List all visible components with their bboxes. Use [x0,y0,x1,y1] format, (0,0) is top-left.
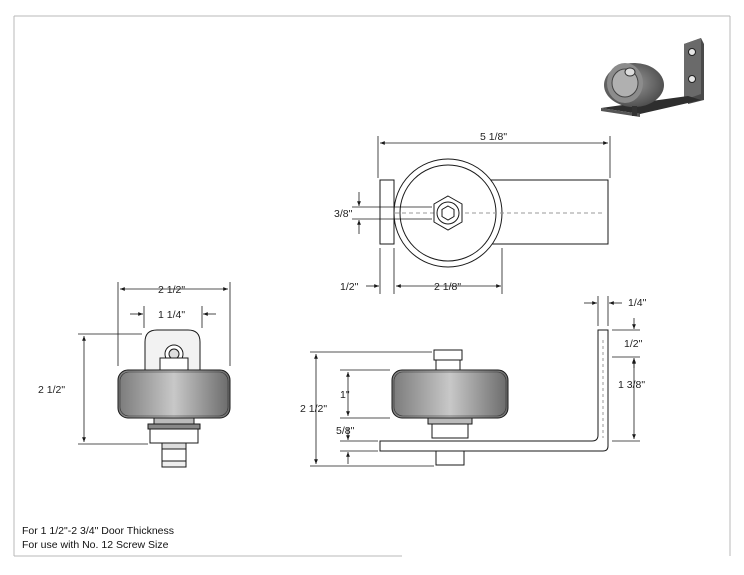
dim-side-bracket-thickness: 1/4" [628,297,647,309]
dim-side-base-height: 5/8" [336,425,355,437]
dim-front-inner-width: 1 1/4" [158,309,185,321]
dim-top-left-offset: 1/2" [340,281,359,293]
dim-top-overall-width: 5 1/8" [480,131,507,143]
door-guide-roller-icon [601,38,704,117]
note-door-thickness: For 1 1/2"-2 3/4" Door Thickness [22,525,174,537]
top-view-dimensions [352,136,611,294]
dim-front-height: 2 1/2" [38,384,65,396]
side-view [379,329,609,466]
dim-side-bracket-top: 1/2" [624,338,643,350]
dim-side-overall-height: 2 1/2" [300,403,327,415]
front-view-dimensions [78,282,231,445]
dim-side-bracket-height: 1 3/8" [618,379,645,391]
drawing-notes: For 1 1/2"-2 3/4" Door Thickness For use… [22,524,174,552]
dim-front-overall-width: 2 1/2" [158,284,185,296]
dim-top-wheel-offset: 2 1/8" [434,281,461,293]
top-view [379,158,609,268]
dim-top-bolt-height: 3/8" [334,208,353,220]
note-screw-size: For use with No. 12 Screw Size [22,539,169,551]
sheet-frame [13,15,731,557]
side-view-dimensions [310,296,640,467]
dim-side-wheel-width: 1" [340,389,350,401]
front-view [117,329,231,468]
